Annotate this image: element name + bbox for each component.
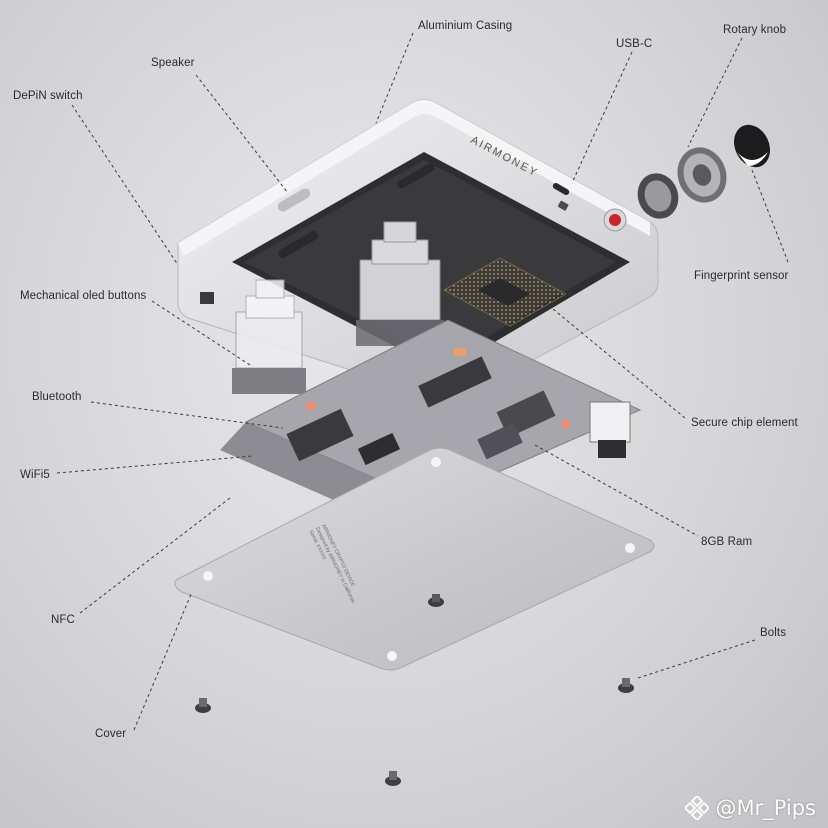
watermark-text: @Mr_Pips <box>715 796 816 820</box>
mechanical-switch-left <box>232 279 306 394</box>
bolt <box>618 678 634 693</box>
leader-line-rotary-knob <box>687 37 743 148</box>
label-secure-chip-element: Secure chip element <box>691 417 798 429</box>
label-wifi5: WiFi5 <box>20 469 50 481</box>
bolt <box>195 698 211 713</box>
cover-screw-hole <box>203 571 213 581</box>
usb-c-indicator <box>557 200 569 211</box>
label-fingerprint-sensor: Fingerprint sensor <box>694 270 789 282</box>
label-rotary-knob: Rotary knob <box>723 24 787 36</box>
leader-line-usb-c <box>571 51 633 184</box>
cover-screw-hole <box>431 457 441 467</box>
leader-line-cover <box>133 591 193 731</box>
leader-line-bluetooth <box>90 401 284 429</box>
cover-screw-hole <box>625 543 635 553</box>
label-bluetooth: Bluetooth <box>32 391 82 403</box>
leader-line-speaker <box>195 74 289 194</box>
leader-line-depin-switch <box>71 104 179 266</box>
label-bolts: Bolts <box>760 627 787 639</box>
bolt <box>385 771 401 786</box>
leader-line-mechanical-oled-buttons <box>151 300 251 366</box>
side-slot <box>278 231 319 258</box>
leader-line-aluminium-casing <box>375 32 414 124</box>
label-8gb-ram: 8GB Ram <box>701 536 753 548</box>
label-depin-switch: DePiN switch <box>13 90 83 102</box>
fingerprint-sensor-dot <box>609 214 621 226</box>
bolt <box>428 594 444 607</box>
label-speaker: Speaker <box>151 57 195 69</box>
binance-logo-icon <box>685 796 710 820</box>
fingerprint-sensor <box>734 124 770 168</box>
label-aluminium-casing: Aluminium Casing <box>418 20 513 32</box>
leader-line-wifi5 <box>56 455 254 474</box>
bottom-cover: AIRMONEY CRYPTO DEVICE Designed by AIRMO… <box>174 447 655 671</box>
leader-line-fingerprint-sensor <box>751 169 789 263</box>
usb-c-port <box>552 183 570 195</box>
label-nfc: NFC <box>51 614 75 626</box>
watermark: @Mr_Pips <box>685 796 816 820</box>
rotary-knob <box>637 147 727 219</box>
label-cover: Cover <box>95 728 127 740</box>
cover-screw-hole <box>387 651 397 661</box>
casing-side-port <box>200 292 214 304</box>
label-mechanical-oled-buttons: Mechanical oled buttons <box>20 290 147 302</box>
depin-switch-slot <box>397 163 435 189</box>
secure-chip <box>443 257 567 327</box>
label-usb-c: USB-C <box>616 38 653 50</box>
speaker-grille <box>277 188 311 212</box>
leader-line-bolts <box>637 639 756 679</box>
leader-line-nfc <box>79 497 231 614</box>
leader-line-8gb-ram <box>534 444 699 537</box>
